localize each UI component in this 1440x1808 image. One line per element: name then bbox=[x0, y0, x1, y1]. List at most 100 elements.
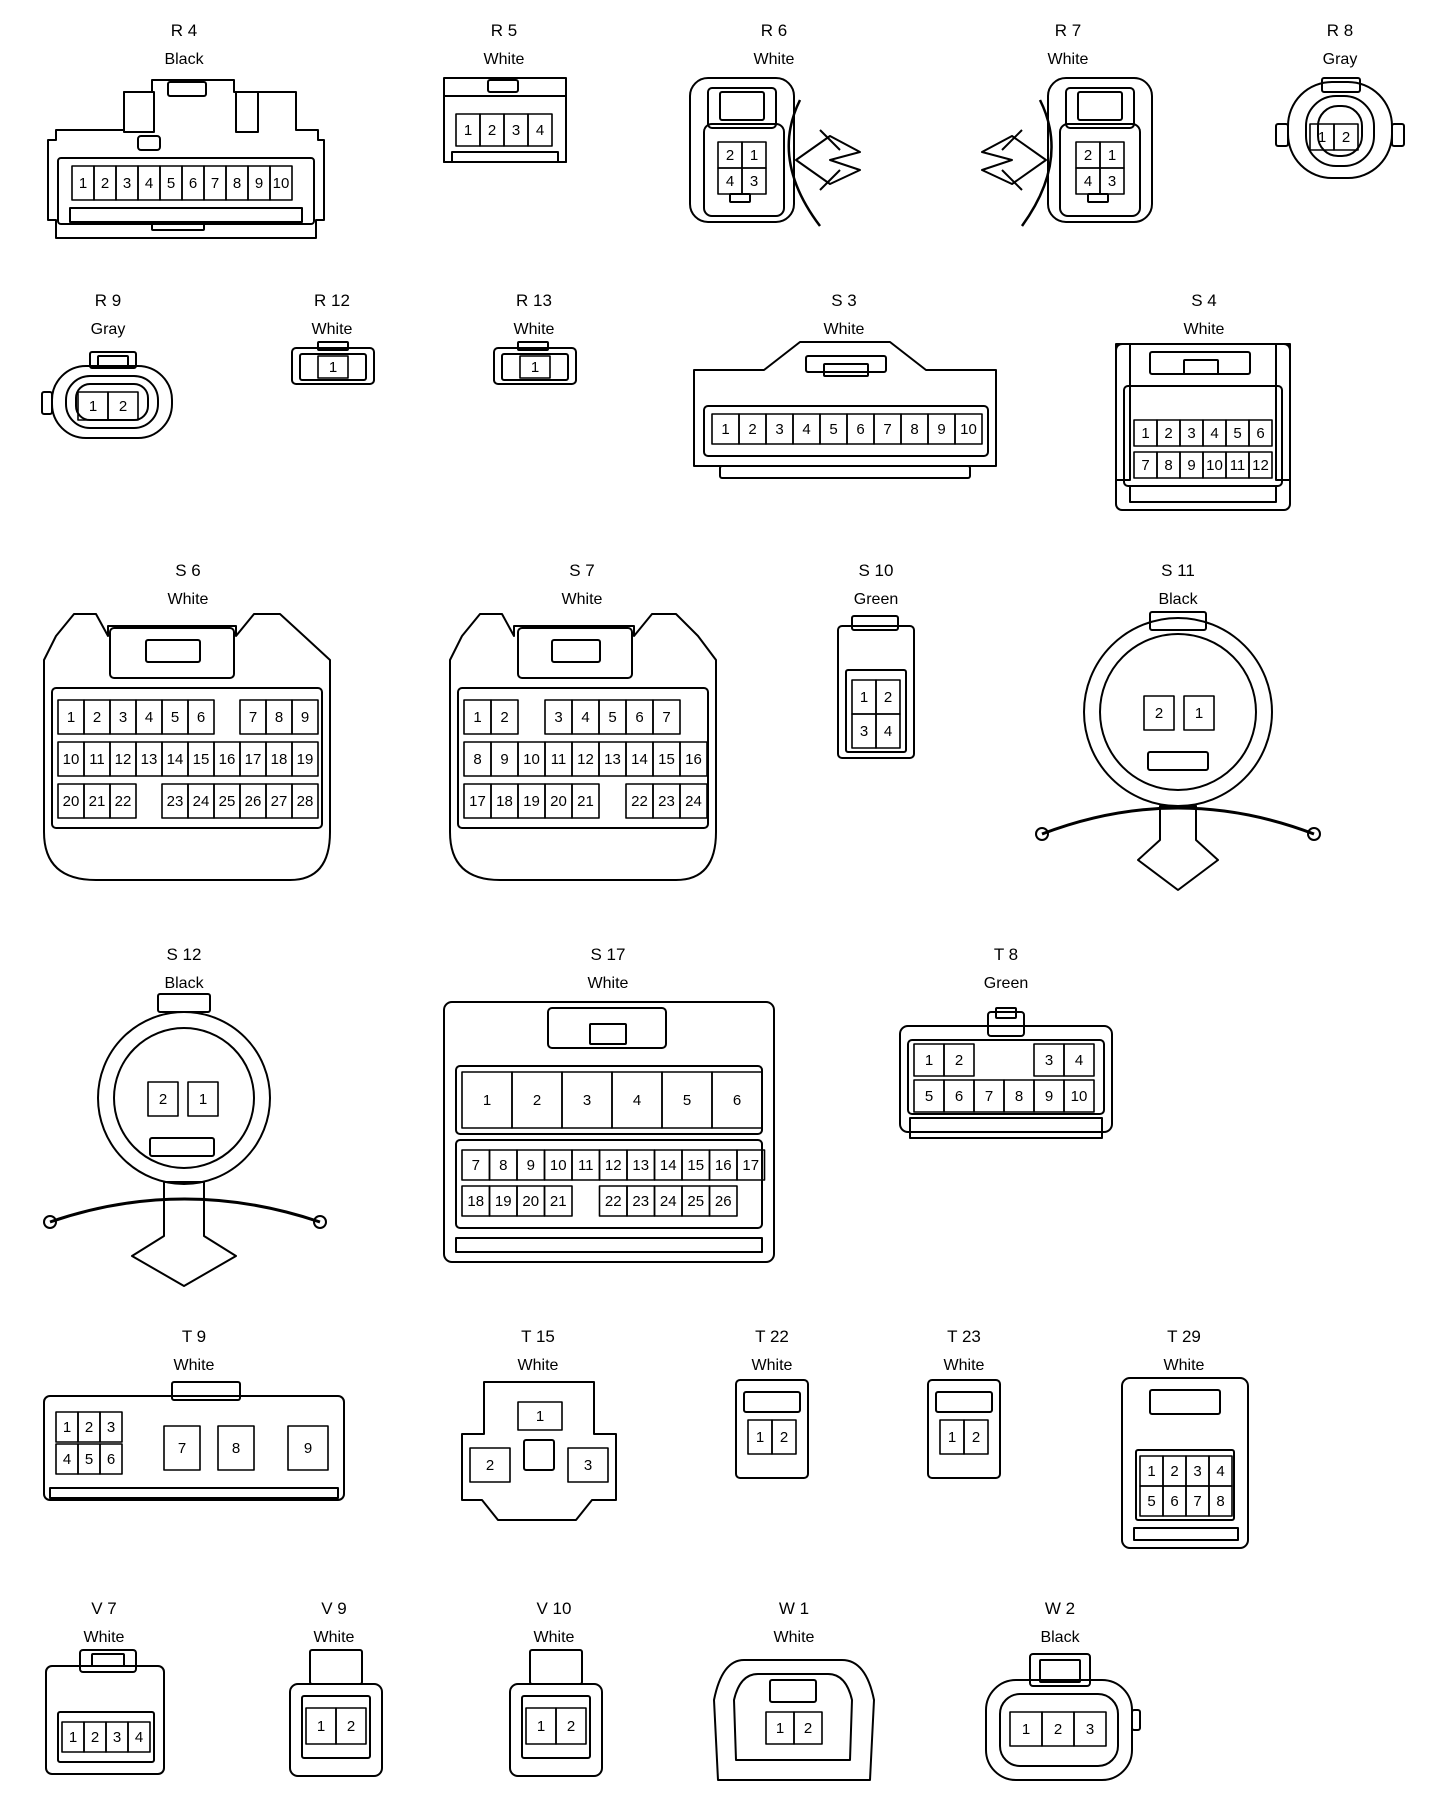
pin-number: 12 bbox=[605, 1157, 622, 1174]
pin-cell bbox=[187, 699, 215, 735]
pin-cell bbox=[555, 1707, 587, 1745]
connector-code: R 13 bbox=[516, 291, 552, 310]
connector-code: S 11 bbox=[1161, 561, 1195, 580]
pin-cell bbox=[107, 391, 139, 421]
pin-number: 1 bbox=[1318, 129, 1326, 146]
pin-number: 13 bbox=[141, 751, 158, 768]
pin-cell bbox=[1333, 123, 1359, 151]
pin-number: 14 bbox=[660, 1157, 677, 1174]
pin-number: 8 bbox=[499, 1157, 507, 1174]
connector-code: S 3 bbox=[831, 291, 857, 310]
pin-number: 1 bbox=[1147, 1463, 1155, 1480]
pin-number: 22 bbox=[631, 793, 648, 810]
pin-number: 2 bbox=[1164, 425, 1172, 442]
pin-number: 2 bbox=[1170, 1463, 1178, 1480]
pin-number: 10 bbox=[523, 751, 540, 768]
pin-cell bbox=[517, 1401, 563, 1431]
pin-number: 2 bbox=[1342, 129, 1350, 146]
pin-number: 6 bbox=[856, 421, 864, 438]
pin-cell bbox=[127, 1721, 151, 1753]
pin-number: 3 bbox=[113, 1729, 121, 1746]
pin-number: 23 bbox=[658, 793, 675, 810]
connector-color: Green bbox=[984, 975, 1028, 992]
pin-number: 3 bbox=[107, 1419, 115, 1436]
pin-number: 2 bbox=[486, 1457, 494, 1474]
pin-number: 3 bbox=[1108, 173, 1116, 190]
pin-number: 20 bbox=[522, 1193, 539, 1210]
connector-color: White bbox=[754, 51, 795, 68]
connector-code: W 1 bbox=[779, 1599, 809, 1618]
pin-number: 9 bbox=[1187, 457, 1195, 474]
connector-code: R 8 bbox=[1327, 21, 1353, 40]
pin-cell bbox=[1183, 695, 1215, 731]
pin-number: 24 bbox=[660, 1193, 677, 1210]
pin-cell bbox=[469, 1447, 511, 1483]
pin-cell bbox=[269, 165, 293, 201]
connector-color: Gray bbox=[1323, 51, 1358, 68]
pin-number: 2 bbox=[91, 1729, 99, 1746]
pin-number: 8 bbox=[1164, 457, 1172, 474]
pin-number: 7 bbox=[985, 1088, 993, 1105]
pin-number: 28 bbox=[297, 793, 314, 810]
pin-cell bbox=[1143, 695, 1175, 731]
pin-number: 7 bbox=[249, 709, 257, 726]
pin-cell bbox=[543, 1185, 573, 1217]
pin-number: 4 bbox=[1216, 1463, 1224, 1480]
pin-number: 1 bbox=[199, 1091, 207, 1108]
connector-color: Black bbox=[164, 51, 204, 68]
connector-code: V 7 bbox=[91, 1599, 117, 1618]
connector-color: White bbox=[588, 975, 629, 992]
pin-number: 22 bbox=[605, 1193, 622, 1210]
pin-number: 1 bbox=[69, 1729, 77, 1746]
connector-code: R 6 bbox=[761, 21, 787, 40]
pin-number: 16 bbox=[219, 751, 236, 768]
pin-number: 1 bbox=[537, 1718, 545, 1735]
pin-cell bbox=[291, 783, 319, 819]
pin-number: 10 bbox=[960, 421, 977, 438]
pin-number: 5 bbox=[925, 1088, 933, 1105]
pin-number: 17 bbox=[742, 1157, 759, 1174]
pin-number: 4 bbox=[63, 1451, 71, 1468]
pin-cell bbox=[652, 699, 681, 735]
pin-number: 2 bbox=[726, 147, 734, 164]
connector-color: Green bbox=[854, 591, 898, 608]
pin-number: 7 bbox=[178, 1440, 186, 1457]
pin-number: 5 bbox=[608, 709, 616, 726]
pin-cell bbox=[741, 167, 767, 195]
pin-number: 7 bbox=[211, 175, 219, 192]
pin-number: 4 bbox=[145, 175, 153, 192]
pin-number: 2 bbox=[955, 1052, 963, 1069]
pin-number: 23 bbox=[632, 1193, 649, 1210]
pin-number: 16 bbox=[685, 751, 702, 768]
pin-number: 3 bbox=[775, 421, 783, 438]
pin-number: 3 bbox=[1187, 425, 1195, 442]
pin-cell bbox=[1208, 1485, 1233, 1517]
pin-number: 1 bbox=[317, 1718, 325, 1735]
pin-cell bbox=[1073, 1711, 1107, 1747]
pin-number: 4 bbox=[726, 173, 734, 190]
pin-cell bbox=[490, 699, 519, 735]
pin-number: 9 bbox=[500, 751, 508, 768]
pin-number: 5 bbox=[1147, 1493, 1155, 1510]
pin-number: 1 bbox=[473, 709, 481, 726]
pin-number: 3 bbox=[512, 122, 520, 139]
pin-cell bbox=[963, 1419, 989, 1455]
pin-number: 2 bbox=[804, 1720, 812, 1737]
pin-cell bbox=[291, 699, 319, 735]
pin-number: 6 bbox=[107, 1451, 115, 1468]
pin-number: 4 bbox=[135, 1729, 143, 1746]
pin-number: 2 bbox=[488, 122, 496, 139]
pin-number: 2 bbox=[1155, 705, 1163, 722]
pin-number: 2 bbox=[347, 1718, 355, 1735]
pin-number: 9 bbox=[527, 1157, 535, 1174]
